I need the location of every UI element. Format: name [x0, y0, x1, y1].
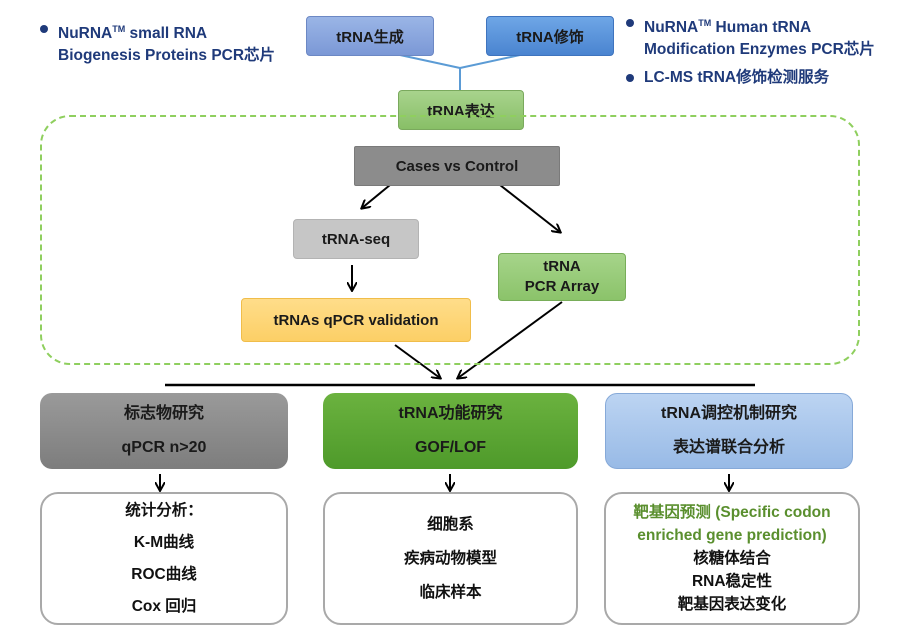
note-lcms-service: LC-MS tRNA修饰检测服务: [626, 67, 875, 89]
bullet-icon: [40, 25, 48, 33]
connector-modification: [459, 54, 521, 69]
outcome-biomarker: 统计分析： K-M曲线 ROC曲线 Cox 回归: [40, 492, 288, 625]
expression-workflow-region: [40, 115, 860, 365]
box-trna-biogenesis: tRNA生成: [306, 16, 434, 56]
bullet-icon: [626, 74, 634, 82]
box-qpcr-validation: tRNAs qPCR validation: [241, 298, 471, 342]
box-trna-pcr-array: tRNA PCR Array: [498, 253, 626, 301]
note-modification-pcr: NuRNATM Human tRNA Modification Enzymes …: [626, 12, 875, 89]
bullet-icon: [626, 19, 634, 27]
connector-biogenesis: [399, 54, 461, 69]
outcome-mechanism: 靶基因预测 (Specific codon enriched gene pred…: [604, 492, 860, 625]
outcome-function: 细胞系 疾病动物模型 临床样本: [323, 492, 578, 625]
box-trna-seq: tRNA-seq: [293, 219, 419, 259]
box-cases-vs-control: Cases vs Control: [354, 146, 560, 186]
target-gene-prediction: 靶基因预测 (Specific codon: [633, 504, 831, 521]
category-biomarker: 标志物研究 qPCR n>20: [40, 393, 288, 469]
category-mechanism: tRNA调控机制研究 表达谱联合分析: [605, 393, 853, 469]
category-function: tRNA功能研究 GOF/LOF: [323, 393, 578, 469]
box-trna-modification: tRNA修饰: [486, 16, 614, 56]
note-biogenesis-pcr: NuRNATM small RNA Biogenesis Proteins PC…: [40, 18, 275, 67]
